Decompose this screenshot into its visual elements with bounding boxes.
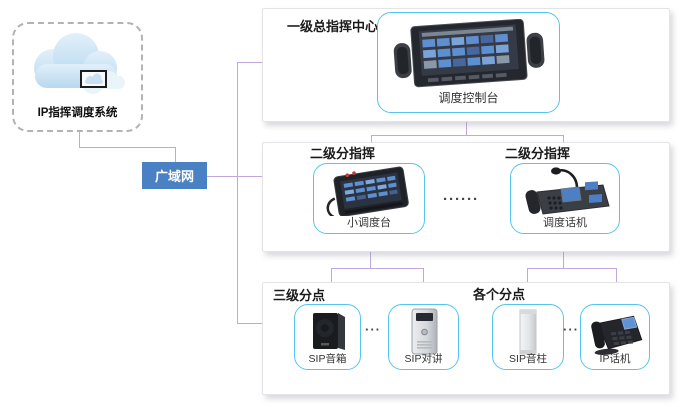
device-label: SIP音柱 [509,353,547,365]
section-level3-left-title: 三级分点 [273,288,326,303]
device-label: 小调度台 [347,217,391,229]
section-level2-right-title: 二级分指挥 [505,146,571,161]
sip-speaker-icon [312,313,345,350]
device-card-sip-column: SIP音柱 [492,304,564,370]
dots-separator: ··· [563,322,579,337]
connector-line [79,128,80,147]
sip-column-speaker-icon [519,309,537,355]
ip-phone-icon [591,315,643,355]
connector-line [331,268,424,269]
dispatch-console-icon [393,19,544,88]
wan-badge: 广域网 [142,162,207,189]
connector-line [237,62,262,63]
cloud-system-panel: IP指挥调度系统 [12,22,143,132]
device-card-small-console: 小调度台 [313,163,425,234]
device-label: SIP对讲 [404,353,443,365]
dots-separator: ······ [443,191,479,208]
device-card-ip-phone: IP话机 [580,304,650,370]
device-label: SIP音箱 [308,353,347,365]
section-level1-title: 一级总指挥中心 [287,19,379,34]
device-card-dispatch-console: 调度控制台 [377,12,560,113]
device-card-dispatch-phone: 调度话机 [510,163,620,234]
wan-label: 广域网 [154,169,194,184]
sip-intercom-icon [411,308,437,355]
cloud-icon [34,33,125,94]
device-label: IP话机 [599,353,631,365]
connector-line [237,323,262,324]
small-dispatch-console-icon [326,166,409,216]
connector-line [175,147,176,162]
dispatch-phone-icon [525,167,610,215]
section-level2-left-title: 二级分指挥 [310,146,376,161]
connector-line [466,111,467,135]
device-card-sip-speaker: SIP音箱 [294,304,361,370]
section-level3-right-title: 各个分点 [473,287,526,302]
connector-line [207,176,262,177]
cloud-system-label: IP指挥调度系统 [37,107,118,119]
device-label: 调度话机 [543,217,587,229]
connector-line [371,135,564,136]
connector-line [527,268,617,269]
device-card-sip-intercom: SIP对讲 [388,304,459,370]
dots-separator: ··· [365,322,381,337]
connector-line [237,62,238,323]
device-label: 调度控制台 [438,91,499,105]
connector-line [79,147,176,148]
